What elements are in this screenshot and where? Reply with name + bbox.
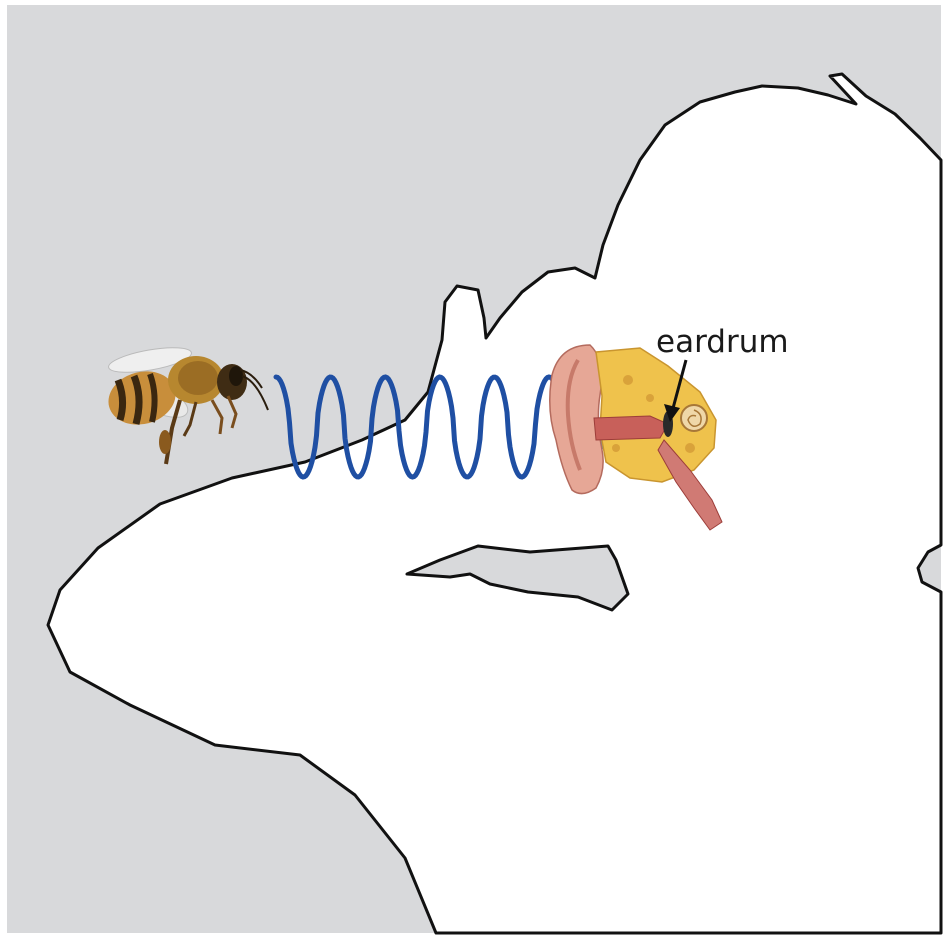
eardrum-label: eardrum xyxy=(656,324,789,360)
